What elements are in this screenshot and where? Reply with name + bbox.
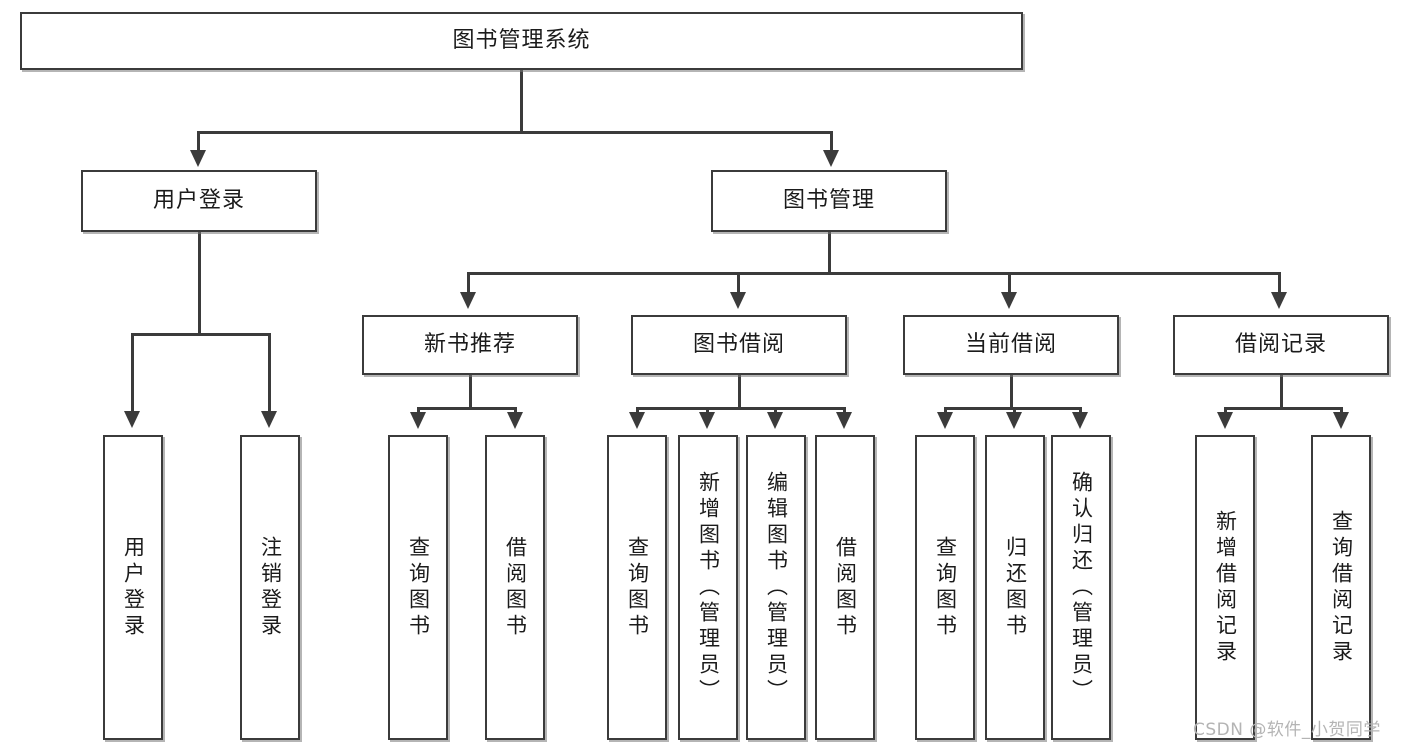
connector-drop-leaf-3 [417, 407, 420, 415]
arrowhead-leaf-1 [124, 411, 140, 428]
arrowhead-new-book [460, 292, 476, 309]
node-label: 用户登录 [152, 188, 245, 214]
connector-stem-user-login [198, 232, 201, 334]
leaf-label: 查询借阅记录 [1329, 509, 1354, 666]
leaf-node-query-book-current[interactable]: 查询图书 [915, 435, 975, 740]
arrowhead-leaf-7 [767, 412, 783, 429]
node-label: 图书借阅 [692, 332, 785, 358]
connector-stem-current [1010, 375, 1013, 409]
arrowhead-leaf-2 [261, 411, 277, 428]
arrowhead-leaf-4 [507, 412, 523, 429]
connector-stem-borrow [738, 375, 741, 409]
connector-drop-record [1278, 272, 1281, 294]
arrowhead-book-mgmt [823, 150, 839, 167]
leaf-node-query-borrow-record[interactable]: 查询借阅记录 [1311, 435, 1371, 740]
node-label: 借阅记录 [1234, 332, 1327, 358]
leaf-node-return-book[interactable]: 归还图书 [985, 435, 1045, 740]
connector-drop-new-book [467, 272, 470, 294]
node-label: 当前借阅 [964, 332, 1057, 358]
node-label: 新书推荐 [423, 332, 516, 358]
connector-drop-leaf-4 [514, 407, 517, 415]
connector-drop-leaf-7 [774, 407, 777, 415]
node-book-borrow[interactable]: 图书借阅 [631, 315, 847, 375]
node-user-login[interactable]: 用户登录 [81, 170, 317, 232]
leaf-label: 查询图书 [933, 535, 958, 640]
connector-bus-level3 [467, 272, 1281, 275]
arrowhead-leaf-11 [1072, 412, 1088, 429]
connector-drop-leaf-1 [131, 333, 134, 413]
connector-bus-record [1224, 407, 1342, 410]
leaf-label: 借阅图书 [503, 535, 528, 640]
leaf-label: 查询图书 [625, 535, 650, 640]
leaf-node-query-book-borrow[interactable]: 查询图书 [607, 435, 667, 740]
connector-drop-user-login [197, 131, 200, 153]
connector-drop-leaf-12 [1224, 407, 1227, 415]
connector-drop-leaf-5 [636, 407, 639, 415]
connector-drop-leaf-10 [1013, 407, 1016, 415]
leaf-node-query-book-rec[interactable]: 查询图书 [388, 435, 448, 740]
arrowhead-borrow [730, 292, 746, 309]
connector-drop-borrow [737, 272, 740, 294]
connector-drop-leaf-8 [843, 407, 846, 415]
leaf-label: 查询图书 [406, 535, 431, 640]
arrowhead-leaf-3 [410, 412, 426, 429]
node-book-management[interactable]: 图书管理 [711, 170, 947, 232]
arrowhead-leaf-8 [836, 412, 852, 429]
arrowhead-record [1271, 292, 1287, 309]
leaf-label: 用户登录 [121, 535, 146, 640]
arrowhead-leaf-13 [1333, 412, 1349, 429]
node-label: 图书管理 [782, 188, 875, 214]
leaf-node-add-book-admin[interactable]: 新增图书（管理员） [678, 435, 738, 740]
arrowhead-user-login [190, 150, 206, 167]
connector-stem-record [1280, 375, 1283, 409]
leaf-label: 编辑图书（管理员） [764, 470, 789, 705]
connector-drop-leaf-9 [944, 407, 947, 415]
leaf-node-borrow-book-rec[interactable]: 借阅图书 [485, 435, 545, 740]
connector-stem-new-book [469, 375, 472, 409]
arrowhead-leaf-10 [1006, 412, 1022, 429]
leaf-label: 归还图书 [1003, 535, 1028, 640]
connector-root-stem [520, 70, 523, 132]
connector-bus-user-login [131, 333, 268, 336]
node-label: 图书管理系统 [452, 28, 591, 54]
leaf-node-logout[interactable]: 注销登录 [240, 435, 300, 740]
connector-drop-leaf-6 [706, 407, 709, 415]
node-borrow-record[interactable]: 借阅记录 [1173, 315, 1389, 375]
leaf-label: 借阅图书 [833, 535, 858, 640]
connector-bus-borrow [636, 407, 845, 410]
connector-bus-level2 [197, 131, 833, 134]
node-current-borrow[interactable]: 当前借阅 [903, 315, 1119, 375]
arrowhead-leaf-12 [1217, 412, 1233, 429]
watermark-text: CSDN @软件_小贺同学 [1193, 720, 1381, 740]
connector-stem-book-mgmt [828, 232, 831, 274]
connector-drop-book-mgmt [830, 131, 833, 153]
leaf-node-borrow-book[interactable]: 借阅图书 [815, 435, 875, 740]
connector-drop-leaf-13 [1340, 407, 1343, 415]
leaf-node-confirm-return-admin[interactable]: 确认归还（管理员） [1051, 435, 1111, 740]
connector-bus-new-book [417, 407, 516, 410]
arrowhead-leaf-6 [699, 412, 715, 429]
leaf-node-user-login[interactable]: 用户登录 [103, 435, 163, 740]
leaf-node-edit-book-admin[interactable]: 编辑图书（管理员） [746, 435, 806, 740]
leaf-label: 新增图书（管理员） [696, 470, 721, 705]
leaf-label: 注销登录 [258, 535, 283, 640]
node-root-system[interactable]: 图书管理系统 [20, 12, 1023, 70]
connector-drop-leaf-11 [1079, 407, 1082, 415]
connector-drop-current [1008, 272, 1011, 294]
arrowhead-current [1001, 292, 1017, 309]
arrowhead-leaf-9 [937, 412, 953, 429]
leaf-label: 新增借阅记录 [1213, 509, 1238, 666]
arrowhead-leaf-5 [629, 412, 645, 429]
leaf-label: 确认归还（管理员） [1069, 470, 1094, 705]
connector-drop-leaf-2 [268, 333, 271, 413]
leaf-node-add-borrow-record[interactable]: 新增借阅记录 [1195, 435, 1255, 740]
node-new-book-recommend[interactable]: 新书推荐 [362, 315, 578, 375]
